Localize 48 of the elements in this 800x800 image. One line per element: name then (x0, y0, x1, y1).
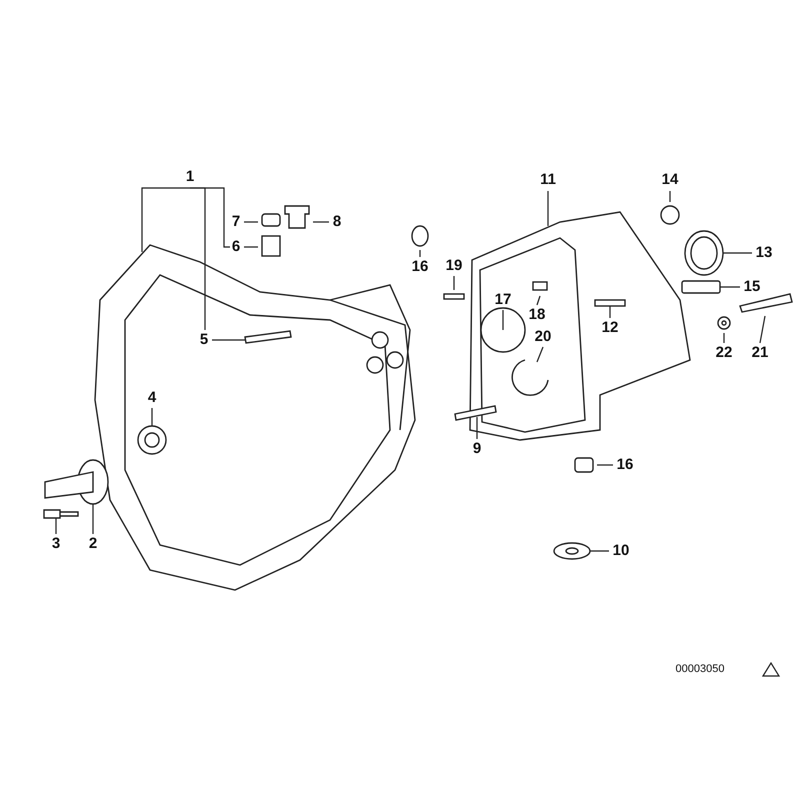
callout-number: 15 (744, 279, 760, 295)
leader-line (212, 339, 246, 341)
leader-line (720, 286, 740, 288)
drawing-number: 00003050 (676, 663, 724, 675)
leader-line (590, 550, 609, 552)
leader-line (536, 346, 544, 362)
leader-line (597, 464, 613, 466)
callout-number: 16 (412, 259, 428, 275)
leader-line (759, 316, 766, 344)
leader-line (419, 250, 421, 257)
leader-line (55, 518, 57, 534)
callout-number: 21 (752, 345, 768, 361)
leader-line (609, 306, 611, 318)
callout-number: 20 (534, 329, 552, 345)
leader-line (92, 504, 94, 534)
leader-line (141, 187, 191, 252)
leader-line (313, 221, 329, 223)
leader-line (244, 221, 258, 223)
callout-number: 11 (540, 172, 556, 188)
leader-line (723, 333, 725, 343)
callout-number: 5 (200, 332, 208, 348)
callout-number: 9 (472, 441, 482, 457)
callout-number: 17 (494, 292, 512, 308)
callout-number: 3 (52, 536, 60, 552)
leader-line (723, 252, 752, 254)
leader-line (476, 417, 478, 439)
callout-number: 16 (616, 457, 634, 473)
callout-number: 4 (148, 390, 156, 406)
callout-number: 13 (756, 245, 772, 261)
callout-number: 8 (332, 214, 342, 230)
callout-number: 6 (232, 239, 240, 255)
callout-number: 18 (528, 307, 546, 323)
callout-number: 19 (446, 258, 462, 274)
callout-number: 7 (232, 214, 240, 230)
callout-number: 2 (88, 536, 98, 552)
leader-line (244, 246, 258, 248)
leader-line (502, 310, 504, 330)
leader-line (453, 276, 455, 290)
leader-line (547, 191, 549, 226)
leader-line (190, 187, 230, 248)
leader-line (536, 296, 541, 306)
leader-line (669, 191, 671, 202)
callout-number: 1 (186, 169, 194, 185)
leader-line (151, 408, 153, 426)
callout-number: 22 (716, 345, 732, 361)
callout-number: 10 (612, 543, 630, 559)
callout-number: 12 (602, 320, 618, 336)
callout-number: 14 (662, 172, 678, 188)
